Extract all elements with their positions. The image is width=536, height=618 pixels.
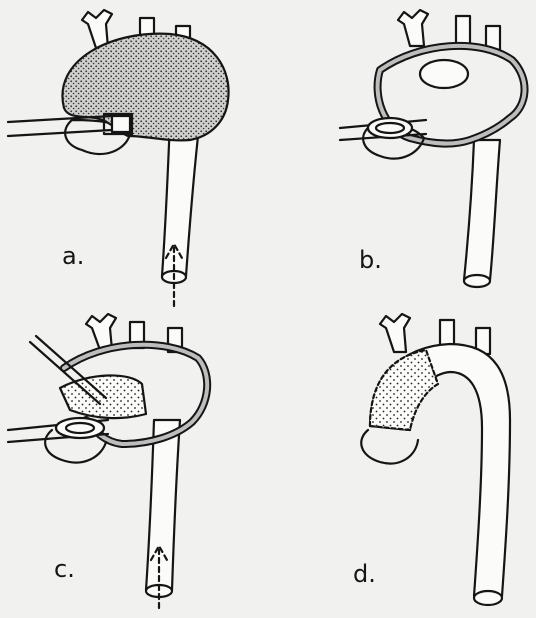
- panel-d-drawing: [361, 314, 510, 605]
- branch-vessel: [380, 314, 410, 352]
- panel-label-c: c.: [54, 557, 75, 581]
- branch-vessel: [398, 10, 428, 46]
- panel-a-drawing: [8, 10, 229, 306]
- aorta-lumen: [464, 275, 490, 287]
- descending-aorta: [162, 118, 200, 276]
- panel-label-b: b.: [359, 248, 382, 272]
- aorta-lumen: [474, 591, 502, 605]
- aneurysm: [62, 34, 228, 141]
- descending-aorta: [464, 140, 500, 280]
- panel-label-a: a.: [62, 244, 84, 268]
- dacron-graft: [370, 350, 438, 430]
- descending-aorta: [146, 420, 180, 590]
- branch-vessel: [456, 16, 470, 44]
- aortic-root: [361, 430, 418, 464]
- panel-label-d: d.: [353, 562, 376, 586]
- inner-lumen: [420, 60, 468, 88]
- panel-c-drawing: [8, 314, 207, 608]
